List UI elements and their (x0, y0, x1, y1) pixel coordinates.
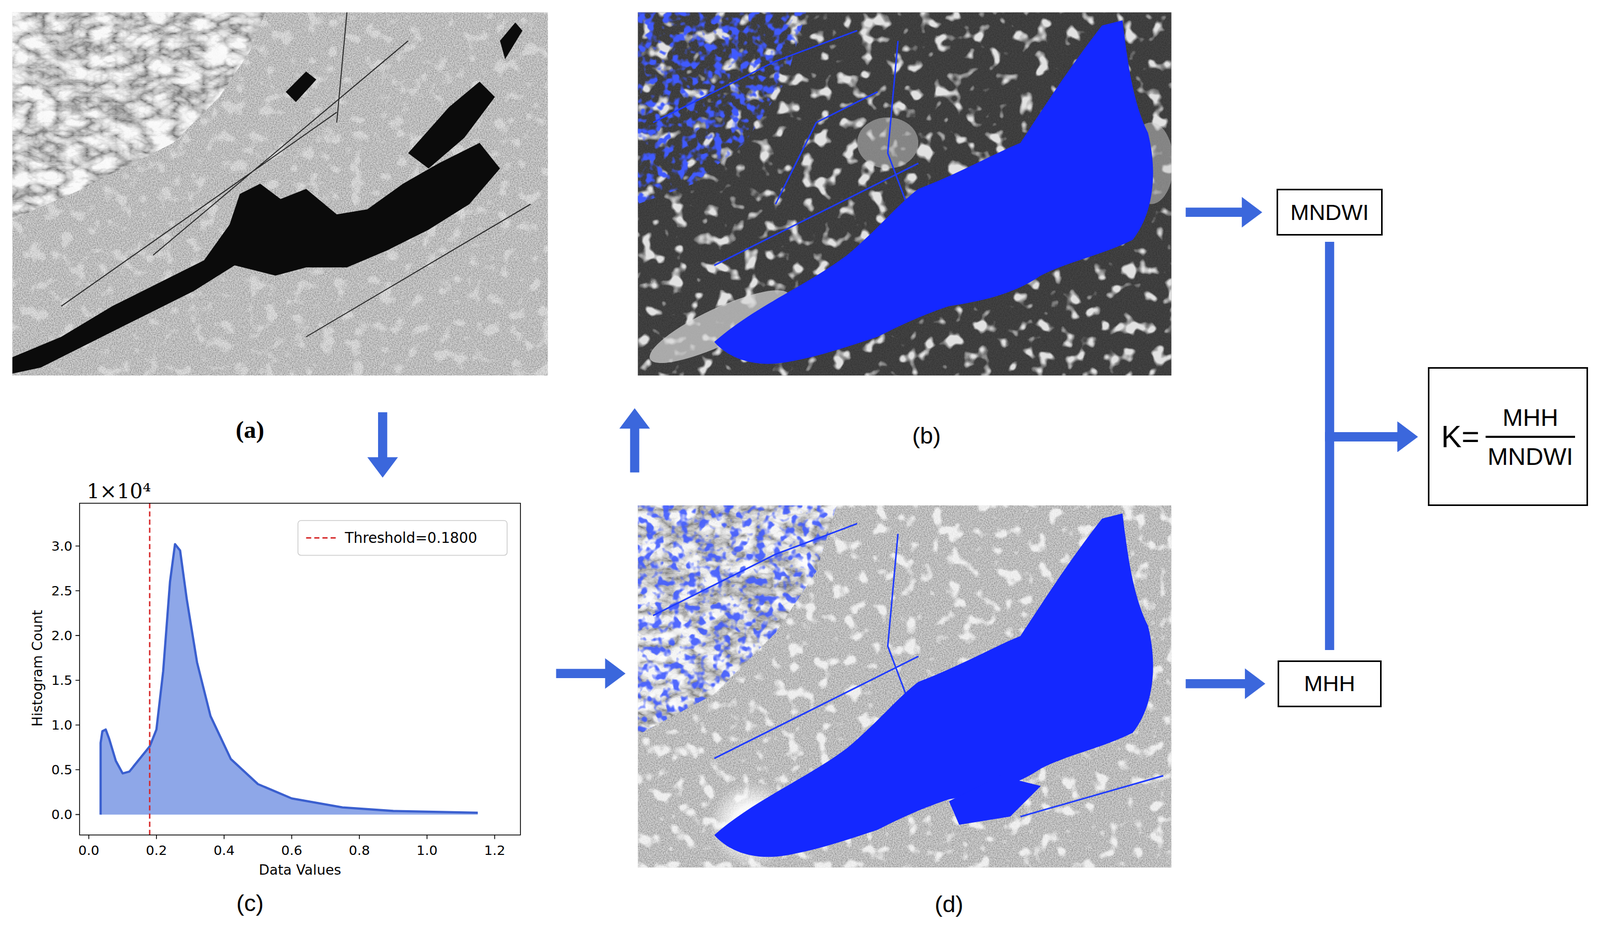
axis-tick-label: 1.2 (484, 842, 506, 858)
flow-arrow (1329, 241, 1419, 452)
axis-tick-label: 0.0 (77, 842, 100, 858)
mask-box: MNDWI (1276, 188, 1383, 236)
arrow-head (1397, 421, 1418, 452)
flow-arrow (1329, 421, 1419, 650)
arrow-shaft (1329, 241, 1404, 437)
panel-label: (d) (934, 890, 964, 918)
image-ground (637, 12, 1172, 376)
image-ground (637, 505, 1172, 868)
arrow-shaft (378, 412, 388, 464)
ndwi-panel: (b) (637, 12, 1172, 376)
axis-tick-label: 1.5 (51, 672, 73, 688)
ratio-box: K=MHHMNDWI (1427, 367, 1589, 506)
histogram-chart (75, 503, 521, 840)
flood-water (948, 775, 1042, 825)
formula-text: MHH (1500, 402, 1561, 436)
arrow-head (1241, 197, 1263, 228)
axes-frame (79, 503, 521, 836)
arrow-shaft (1185, 207, 1248, 217)
arrow-head (1244, 668, 1266, 699)
axis-tick-label: 0.6 (281, 842, 303, 858)
field-speckle (637, 12, 1172, 376)
panel-label: (b) (912, 422, 941, 450)
fraction: MHHMNDWI (1485, 402, 1576, 471)
legend-sample (306, 537, 337, 539)
arrow-head (605, 658, 626, 689)
arrow-head (367, 457, 398, 478)
sar-image (12, 12, 549, 376)
arrow-shaft (1185, 679, 1252, 689)
flow-arrow (619, 408, 650, 473)
arrow-shaft (1329, 436, 1404, 650)
flow-arrow (1185, 668, 1266, 699)
urban-area (856, 117, 919, 169)
arrow-shaft (555, 668, 611, 679)
legend-frame (297, 520, 507, 556)
axis-tick-label: 2.0 (51, 627, 73, 644)
axis-tick-label: 0.2 (146, 842, 168, 858)
flow-arrow (555, 658, 626, 689)
image-grain (637, 12, 1172, 376)
formula-text: K= (1440, 419, 1480, 454)
formula-text: MNDWI (1485, 435, 1576, 471)
y-ticks (75, 545, 80, 815)
axis-tick-label: 3.0 (51, 538, 73, 554)
field-speckle (12, 12, 549, 376)
water-speckle (637, 505, 837, 736)
panel-label: (a) (235, 415, 265, 444)
axis-tick-label: 2.5 (51, 582, 73, 599)
histogram-fill (100, 543, 478, 815)
axis-tick-label: 0.5 (51, 761, 73, 778)
axis-title: Histogram Count (28, 609, 45, 727)
axis-tick-label: 1.0 (416, 842, 438, 858)
legend-entry: Threshold=0.1800 (344, 529, 478, 546)
flow-arrow (1185, 197, 1263, 228)
axis-tick-label: 1.0 (51, 717, 73, 733)
threshold-line (149, 503, 151, 836)
axis-tick-label: 0.8 (348, 842, 371, 858)
flood-water (714, 513, 1154, 857)
arrow-shaft (630, 422, 640, 473)
axis-tick-label: 0.0 (51, 806, 73, 823)
formula-symbol: MNDWI (1290, 199, 1369, 226)
sar-panel: (a) (12, 12, 549, 376)
flood-water (714, 20, 1154, 364)
ndwi-image (637, 12, 1172, 376)
water-speckle (637, 12, 806, 205)
axis-tick-label: 0.4 (213, 842, 236, 858)
field-speckle (637, 505, 1172, 868)
mask-box: MHH (1277, 660, 1382, 708)
image-ground (12, 12, 549, 376)
histogram-curve (100, 543, 478, 815)
flood-water (12, 142, 501, 374)
hh-panel: (d) (637, 504, 1172, 868)
axis-title: Data Values (258, 861, 342, 878)
scale-factor: 1×10⁴ (86, 478, 152, 503)
flood-water (285, 22, 523, 169)
x-ticks (88, 835, 496, 840)
formula-symbol: MHH (1304, 670, 1356, 697)
arrow-head (1397, 421, 1418, 452)
arrow-head (619, 408, 650, 429)
flow-arrow (367, 412, 398, 478)
legend-text: Threshold=0.1800 (344, 529, 478, 546)
hh-image (637, 505, 1172, 868)
panel-label: (c) (236, 889, 264, 917)
